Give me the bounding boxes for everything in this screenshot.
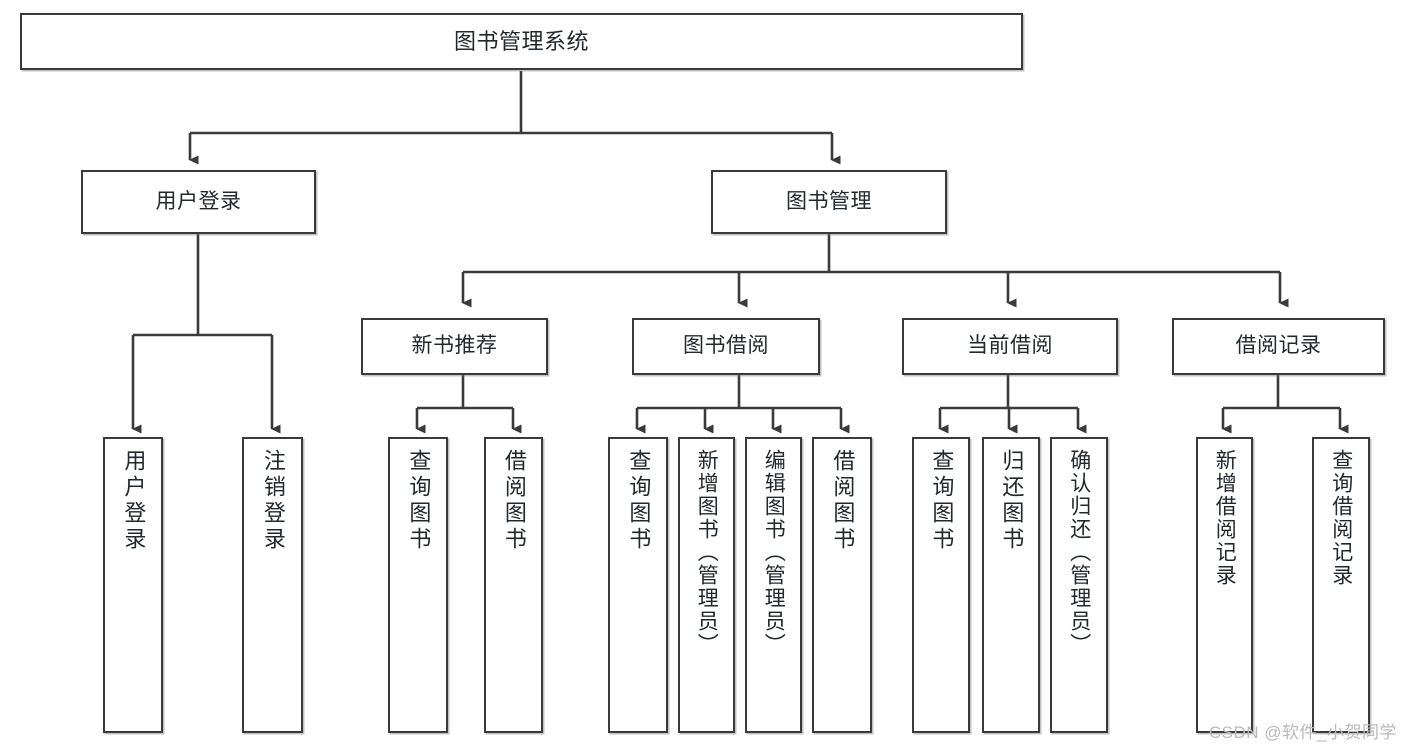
node-root-system[interactable]: 图书管理系统 <box>20 13 1023 70</box>
node-label: 用户登录 <box>155 189 242 213</box>
leaf-new-book-borrow[interactable]: 借阅图书 <box>484 437 543 733</box>
node-label: 归还图书 <box>999 449 1025 553</box>
node-label: 当前借阅 <box>967 334 1053 358</box>
leaf-book-borrow-lend[interactable]: 借阅图书 <box>812 437 872 733</box>
node-user-login[interactable]: 用户登录 <box>81 170 316 234</box>
node-label: 用户登录 <box>121 449 147 553</box>
leaf-current-borrow-return[interactable]: 归还图书 <box>982 437 1040 733</box>
leaf-user-login-logout[interactable]: 注销登录 <box>242 437 303 733</box>
node-label: 借阅图书 <box>830 449 856 553</box>
node-label: 图书管理系统 <box>453 28 589 54</box>
node-label: 借阅图书 <box>501 449 527 553</box>
leaf-book-borrow-edit[interactable]: 编辑图书（管理员） <box>745 437 802 733</box>
leaf-current-borrow-query[interactable]: 查询图书 <box>912 437 970 733</box>
node-label: 图书借阅 <box>683 334 769 358</box>
node-book-borrow[interactable]: 图书借阅 <box>632 318 820 375</box>
node-label: 确认归还（管理员） <box>1067 449 1091 656</box>
csdn-watermark: CSDN @软件_小贺同学 <box>1208 723 1397 742</box>
leaf-book-borrow-query[interactable]: 查询图书 <box>608 437 668 733</box>
leaf-new-book-query[interactable]: 查询图书 <box>388 437 448 733</box>
node-label: 新书推荐 <box>411 334 498 358</box>
leaf-current-borrow-confirm[interactable]: 确认归还（管理员） <box>1050 437 1108 733</box>
node-borrow-record[interactable]: 借阅记录 <box>1172 318 1385 375</box>
node-new-book-recommend[interactable]: 新书推荐 <box>361 318 548 375</box>
node-label: 图书管理 <box>786 189 872 213</box>
node-book-management[interactable]: 图书管理 <box>711 170 947 234</box>
node-label: 编辑图书（管理员） <box>762 449 786 656</box>
leaf-borrow-record-query[interactable]: 查询借阅记录 <box>1312 437 1370 733</box>
node-label: 查询图书 <box>406 449 432 553</box>
node-label: 注销登录 <box>260 449 286 553</box>
node-label: 查询图书 <box>929 449 955 553</box>
leaf-book-borrow-add[interactable]: 新增图书（管理员） <box>678 437 735 733</box>
node-label: 新增图书（管理员） <box>695 449 719 656</box>
leaf-borrow-record-add[interactable]: 新增借阅记录 <box>1196 437 1253 733</box>
node-current-borrow[interactable]: 当前借阅 <box>902 318 1118 375</box>
node-label: 新增借阅记录 <box>1213 449 1237 587</box>
node-label: 查询借阅记录 <box>1329 449 1353 587</box>
leaf-user-login-signin[interactable]: 用户登录 <box>103 437 163 733</box>
node-label: 借阅记录 <box>1235 334 1322 358</box>
node-label: 查询图书 <box>626 449 652 553</box>
